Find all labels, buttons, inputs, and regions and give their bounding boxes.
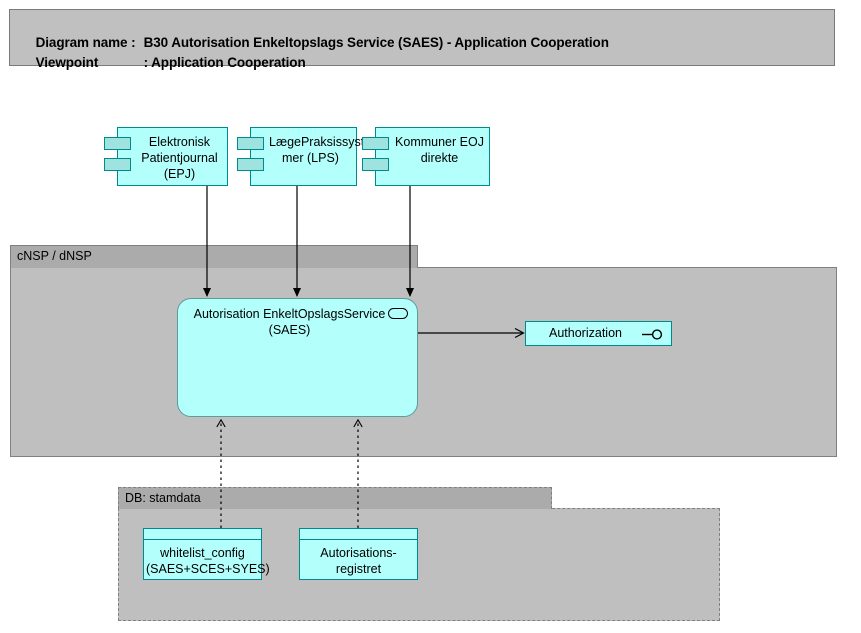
diagram-name-label: Diagram name :	[35, 35, 136, 50]
data-object-whitelist-config-label: whitelist_config (SAES+SCES+SYES)	[146, 546, 270, 576]
viewpoint-value: : Application Cooperation	[143, 55, 306, 70]
viewpoint-line: Viewpoint : Application Cooperation	[21, 40, 306, 85]
diagram-title-bar: Diagram name : B30 Autorisation Enkeltops…	[9, 9, 835, 70]
group-db-stamdata-label: DB: stamdata	[125, 491, 201, 505]
group-db-stamdata-tab	[118, 487, 552, 509]
application-service-saes-label: Autorisation EnkeltOpslagsService (SAES)	[193, 307, 386, 337]
diagram-name-value: B30 Autorisation Enkeltopslags Service (…	[143, 35, 609, 50]
data-object-autorisationsregistret-label: Autorisations- registret	[320, 546, 397, 576]
data-object-header-bar	[144, 529, 261, 540]
application-component-kommuner-eoj[interactable]: Kommuner EOJ direkte	[362, 127, 490, 186]
application-interface-authorization[interactable]: Authorization	[525, 321, 672, 346]
diagram-name-line: Diagram name : B30 Autorisation Enkeltops…	[21, 20, 609, 65]
component-port-icon-top	[362, 137, 389, 150]
group-cnsp-dnsp-tab	[10, 245, 418, 268]
component-port-icon-top	[237, 137, 264, 150]
application-component-lps-label: LægePraksissyste mer (LPS)	[269, 135, 372, 165]
component-port-icon-bottom	[362, 158, 389, 171]
application-component-epj-label: Elektronisk Patientjournal (EPJ)	[141, 135, 218, 181]
data-object-autorisationsregistret[interactable]: Autorisations- registret	[299, 528, 418, 580]
data-object-whitelist-config[interactable]: whitelist_config (SAES+SCES+SYES)	[143, 528, 270, 580]
component-port-icon-bottom	[104, 158, 131, 171]
component-port-icon-bottom	[237, 158, 264, 171]
viewpoint-label: Viewpoint	[35, 55, 99, 70]
group-cnsp-dnsp-body	[10, 267, 837, 457]
application-service-oval-icon	[388, 308, 408, 319]
data-object-header-bar	[300, 529, 417, 540]
application-component-kommuner-eoj-label: Kommuner EOJ direkte	[395, 135, 484, 165]
application-component-lps[interactable]: LægePraksissyste mer (LPS)	[237, 127, 372, 186]
application-component-epj[interactable]: Elektronisk Patientjournal (EPJ)	[104, 127, 228, 186]
lollipop-interface-icon	[642, 329, 663, 340]
application-service-saes[interactable]: Autorisation EnkeltOpslagsService (SAES)	[177, 298, 418, 417]
group-cnsp-dnsp-label: cNSP / dNSP	[17, 249, 92, 263]
application-interface-authorization-label: Authorization	[549, 326, 622, 340]
component-port-icon-top	[104, 137, 131, 150]
